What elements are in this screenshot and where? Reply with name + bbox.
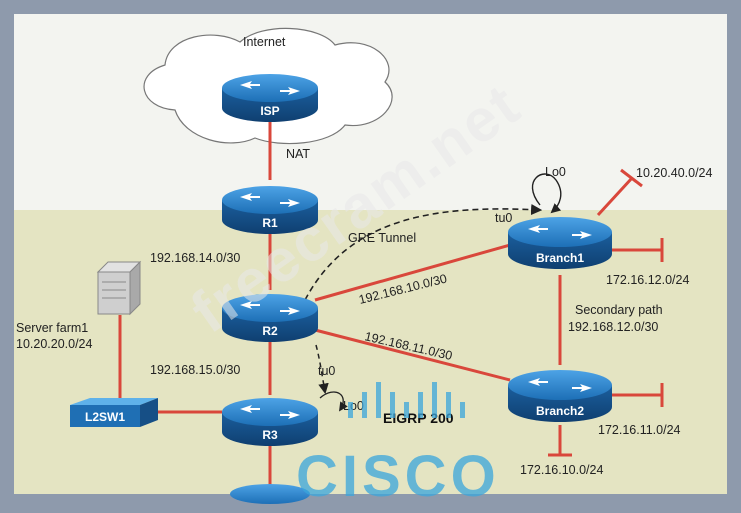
nat-label: NAT — [286, 147, 310, 161]
branch1-loopback-arrow — [531, 173, 562, 214]
branch1-label: Branch1 — [536, 251, 584, 265]
router-partial-bottom — [230, 484, 310, 504]
r2-label: R2 — [262, 324, 278, 338]
router-isp[interactable]: ISP — [222, 74, 318, 122]
gre-tunnel-path — [304, 203, 543, 301]
branch1-lo0-label: Lo0 — [545, 165, 566, 179]
router-branch1[interactable]: Branch1 — [508, 217, 612, 269]
branch1-tu0-label: tu0 — [495, 211, 512, 225]
router-r1[interactable]: R1 — [222, 186, 318, 234]
branch2-label: Branch2 — [536, 404, 584, 418]
cisco-bars-icon — [348, 382, 465, 418]
branch2-lan-right-label: 172.16.11.0/24 — [598, 423, 681, 437]
link-r2-branch1 — [314, 243, 511, 302]
router-arrows-icon — [528, 225, 592, 239]
router-branch2[interactable]: Branch2 — [508, 370, 612, 422]
router-r3[interactable]: R3 — [222, 398, 318, 446]
router-arrows-icon — [240, 405, 300, 419]
router-arrows-icon — [240, 193, 300, 207]
server-icon[interactable] — [96, 260, 142, 316]
router-arrows-icon — [528, 378, 592, 392]
router-arrows-icon — [240, 301, 300, 315]
r2-r3-net-label: 192.168.15.0/30 — [150, 363, 240, 377]
links — [118, 115, 662, 494]
r2-tu0-label: tu0 — [318, 364, 335, 378]
lan-endcaps — [548, 168, 664, 457]
secondary-net-label: 192.168.12.0/30 — [568, 320, 658, 334]
cisco-logo: CISCO — [296, 382, 500, 509]
cisco-wordmark: CISCO — [296, 444, 500, 508]
l2sw1-label: L2SW1 — [85, 410, 125, 424]
server-farm-net-label: 10.20.20.0/24 — [16, 337, 93, 351]
router-arrows-icon — [240, 81, 300, 95]
r2-tunnel-arrow — [315, 344, 329, 395]
server-farm-name-label: Server farm1 — [16, 321, 88, 335]
r1-label: R1 — [262, 216, 278, 230]
gre-tunnel-label: GRE Tunnel — [348, 231, 416, 245]
r1-r2-net-label: 192.168.14.0/30 — [150, 251, 240, 265]
link-branch1-lo — [596, 176, 634, 217]
branch2-lan-bottom-label: 172.16.10.0/24 — [520, 463, 603, 477]
r3-loopback-arrow — [319, 391, 348, 412]
secondary-path-label: Secondary path — [575, 303, 663, 317]
r3-label: R3 — [262, 428, 278, 442]
link-r2-branch2 — [314, 328, 511, 382]
router-r2[interactable]: R2 — [222, 294, 318, 342]
branch1-lan-label: 172.16.12.0/24 — [606, 273, 689, 287]
r3-lo0-label: Lo0 — [343, 399, 364, 413]
branch1-lo-net-label: 10.20.40.0/24 — [636, 166, 713, 180]
isp-label: ISP — [260, 104, 279, 118]
switch-l2sw1[interactable]: L2SW1 — [70, 398, 158, 427]
internet-label: Internet — [243, 35, 286, 49]
